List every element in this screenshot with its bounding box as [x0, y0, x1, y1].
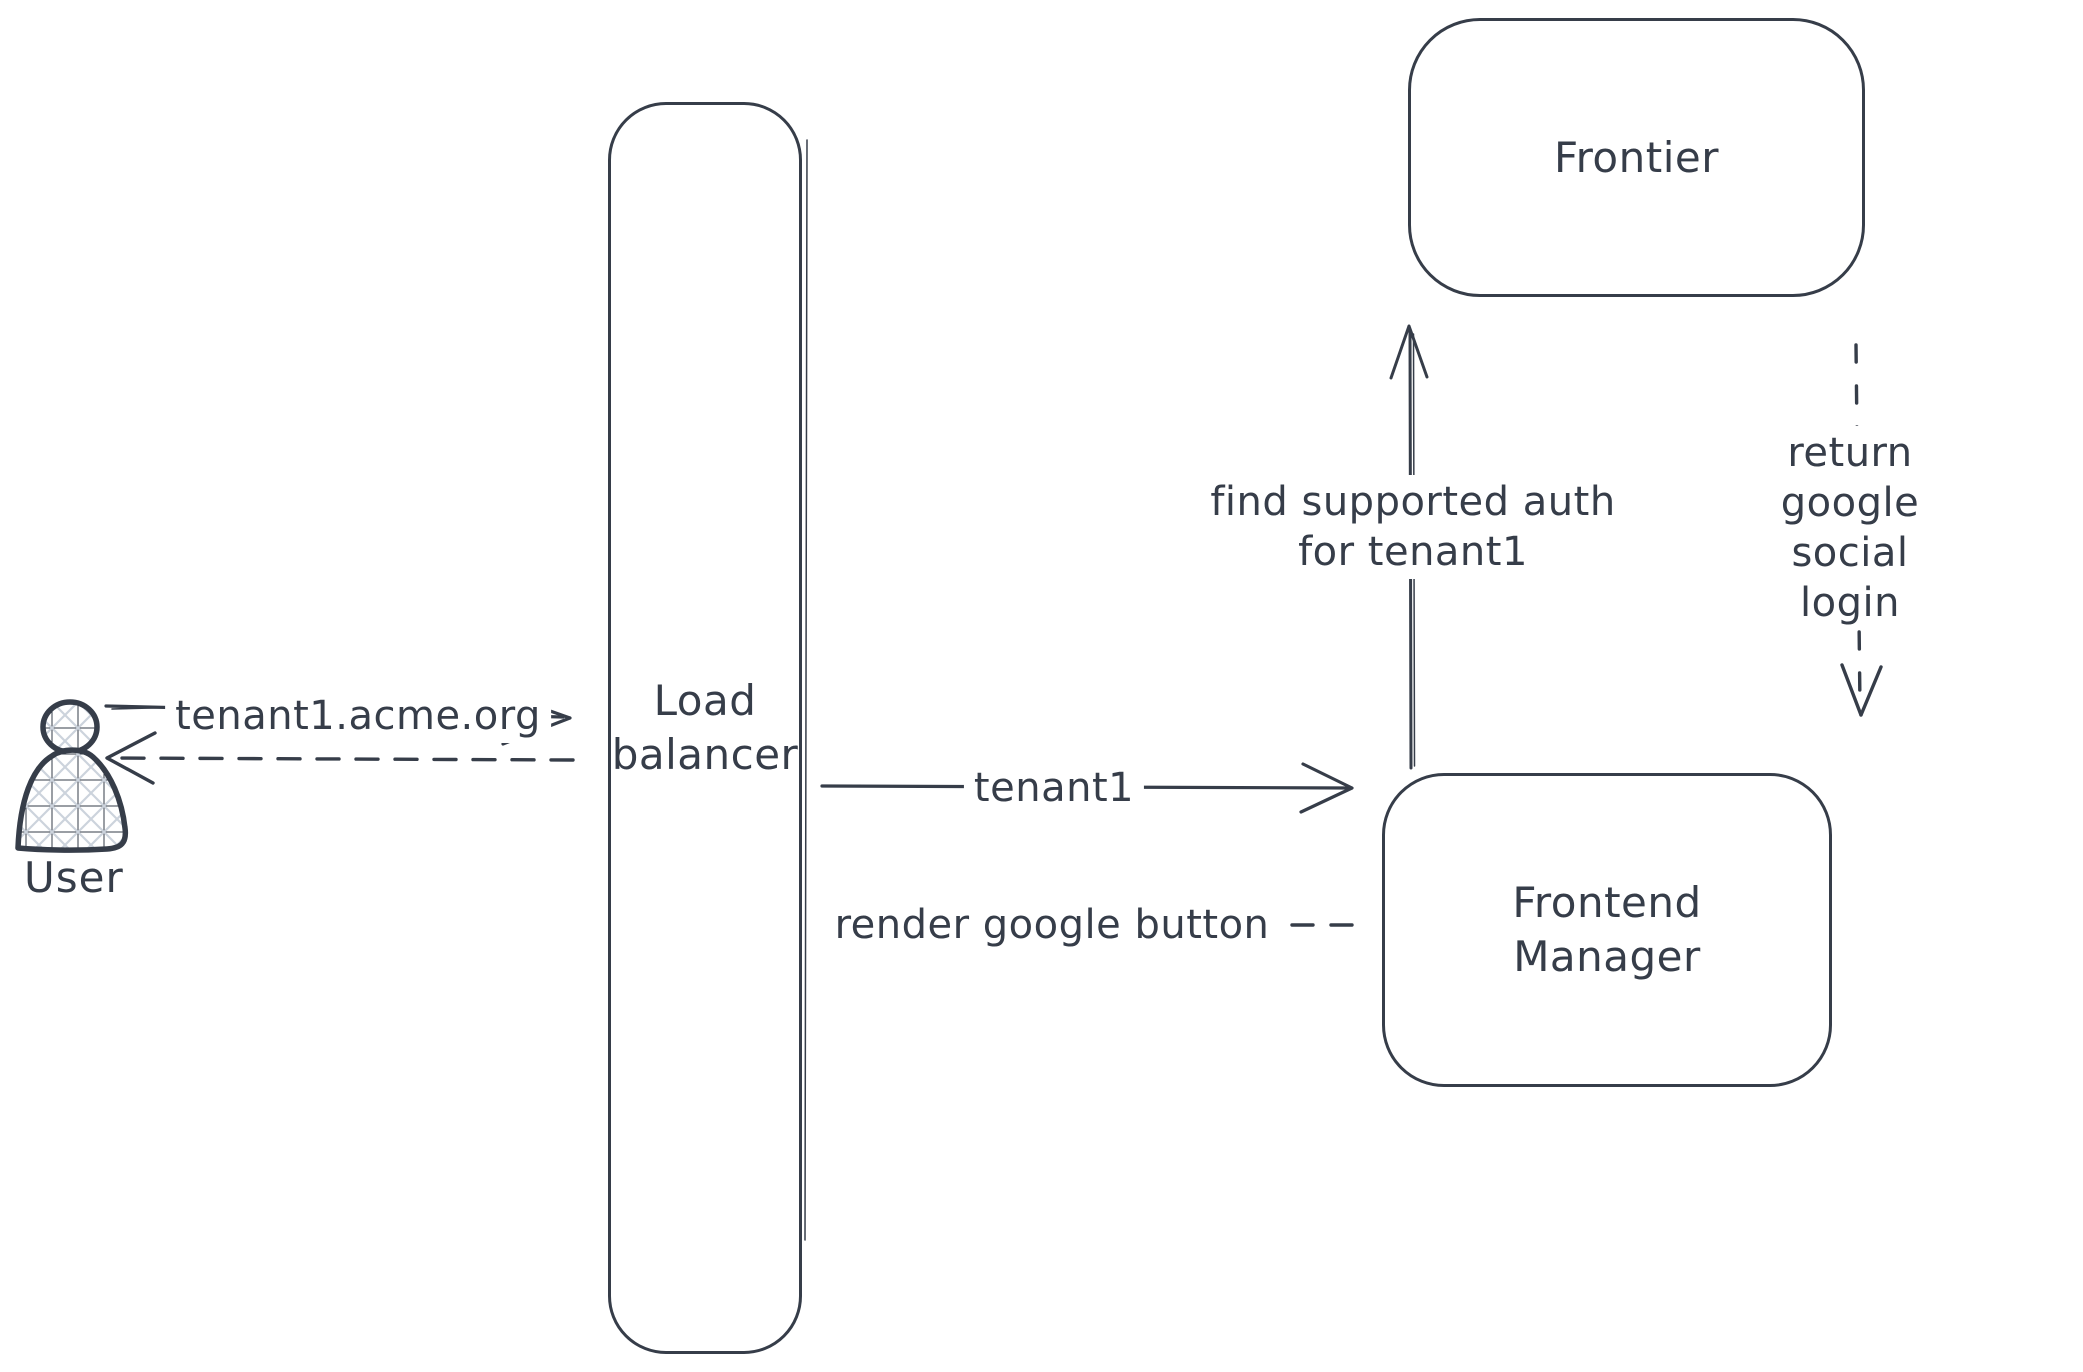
node-load-balancer: Load balancer [608, 102, 802, 1354]
arrow-load-balancer-to-user [105, 731, 575, 785]
edge-label-tenant1-acme-org: tenant1.acme.org [165, 689, 551, 743]
node-frontend-manager: Frontend Manager [1382, 773, 1832, 1087]
edge-label-return-google-social-login: return google social login [1733, 426, 1967, 630]
node-frontier: Frontier [1408, 18, 1865, 297]
frontier-label: Frontier [1553, 132, 1719, 182]
edge-label-find-supported-auth: find supported auth for tenant1 [1200, 475, 1626, 579]
edge-label-render-google-button: render google button [824, 898, 1280, 952]
frontend-manager-label: Frontend Manager [1512, 878, 1702, 981]
user-label: User [24, 853, 124, 902]
load-balancer-overdraw-line [804, 139, 808, 1241]
edge-label-tenant1: tenant1 [963, 761, 1145, 815]
person-icon [15, 699, 129, 853]
load-balancer-label: Load balancer [611, 676, 799, 779]
